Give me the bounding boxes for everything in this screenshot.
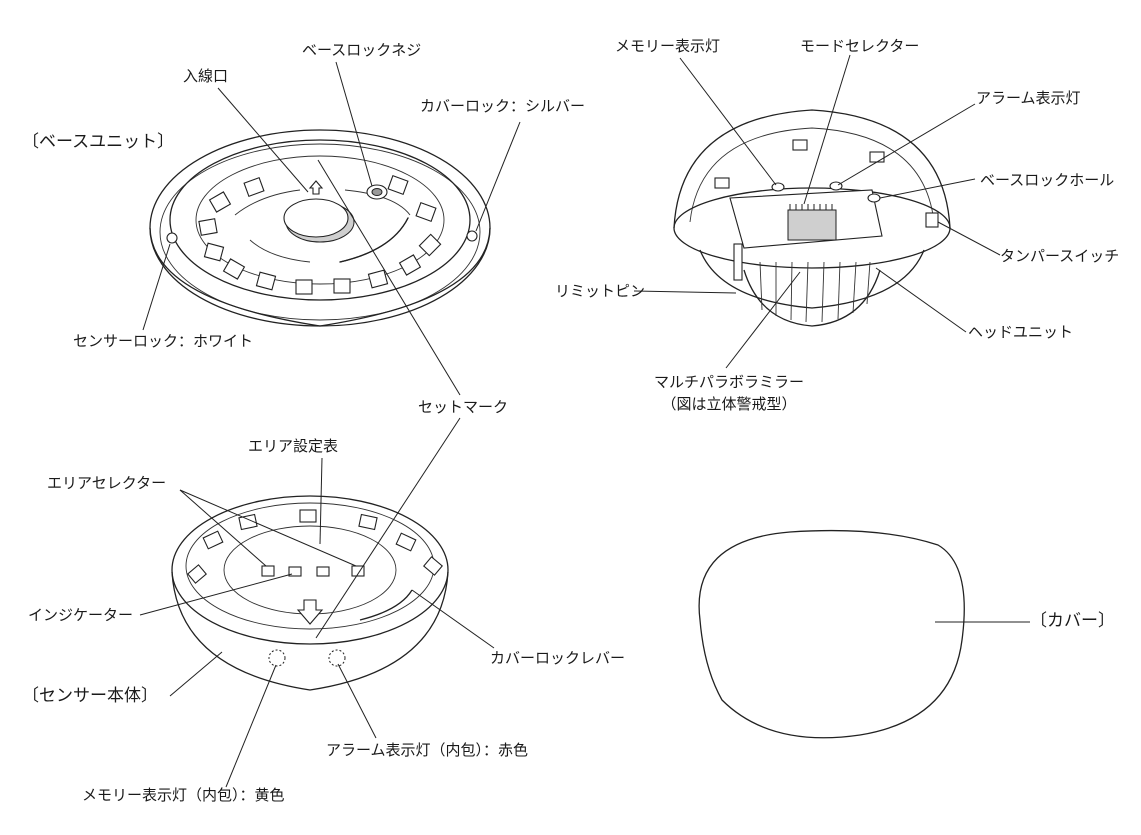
label-alarm-led-inner: アラーム表示灯（内包）：赤色	[326, 741, 529, 759]
head-unit-leaders	[633, 54, 1001, 369]
base-unit-illustration	[149, 129, 491, 327]
mirror-segments	[759, 261, 871, 323]
label-memory-led: メモリー表示灯	[615, 37, 721, 55]
cover-illustration	[698, 529, 1030, 739]
base-unit-title: 〔ベースユニット〕	[22, 132, 175, 152]
label-area-selector: エリアセレクター	[47, 474, 167, 492]
sensor-body-title: 〔センサー本体〕	[22, 686, 158, 706]
label-head-unit: ヘッドユニット	[968, 323, 1074, 341]
label-cover-lock: カバーロック：シルバー	[420, 97, 586, 115]
sensor-rim-tabs	[187, 509, 443, 584]
base-unit-leaders	[142, 61, 521, 396]
label-alarm-led: アラーム表示灯	[976, 89, 1081, 107]
label-base-lock-screw: ベースロックネジ	[302, 41, 422, 59]
label-inlet: 入線口	[183, 67, 229, 85]
label-sensor-lock: センサーロック：ホワイト	[73, 332, 254, 350]
head-unit-illustration	[673, 109, 951, 327]
label-tamper-switch: タンパースイッチ	[1000, 247, 1120, 265]
label-set-mark: セットマーク	[418, 398, 509, 416]
base-outer-tabs	[198, 174, 442, 295]
label-mode-selector: モードセレクター	[800, 37, 920, 55]
label-base-lock-hole: ベースロックホール	[980, 171, 1115, 189]
cover-title: 〔カバー〕	[1030, 611, 1115, 631]
label-indicator: インジケーター	[28, 606, 134, 624]
sensor-body-illustration	[171, 495, 449, 691]
sensor-body-leaders	[139, 417, 495, 788]
label-memory-led-inner: メモリー表示灯（内包）：黄色	[82, 786, 285, 804]
mode-selector-pins	[789, 204, 833, 210]
label-limit-pin: リミットピン	[555, 282, 646, 300]
label-area-table: エリア設定表	[248, 437, 339, 455]
label-cover-lock-lever: カバーロックレバー	[490, 649, 626, 667]
label-mirror-note: （図は立体警戒型）	[661, 395, 797, 413]
label-mirror: マルチパラボラミラー	[653, 373, 804, 391]
